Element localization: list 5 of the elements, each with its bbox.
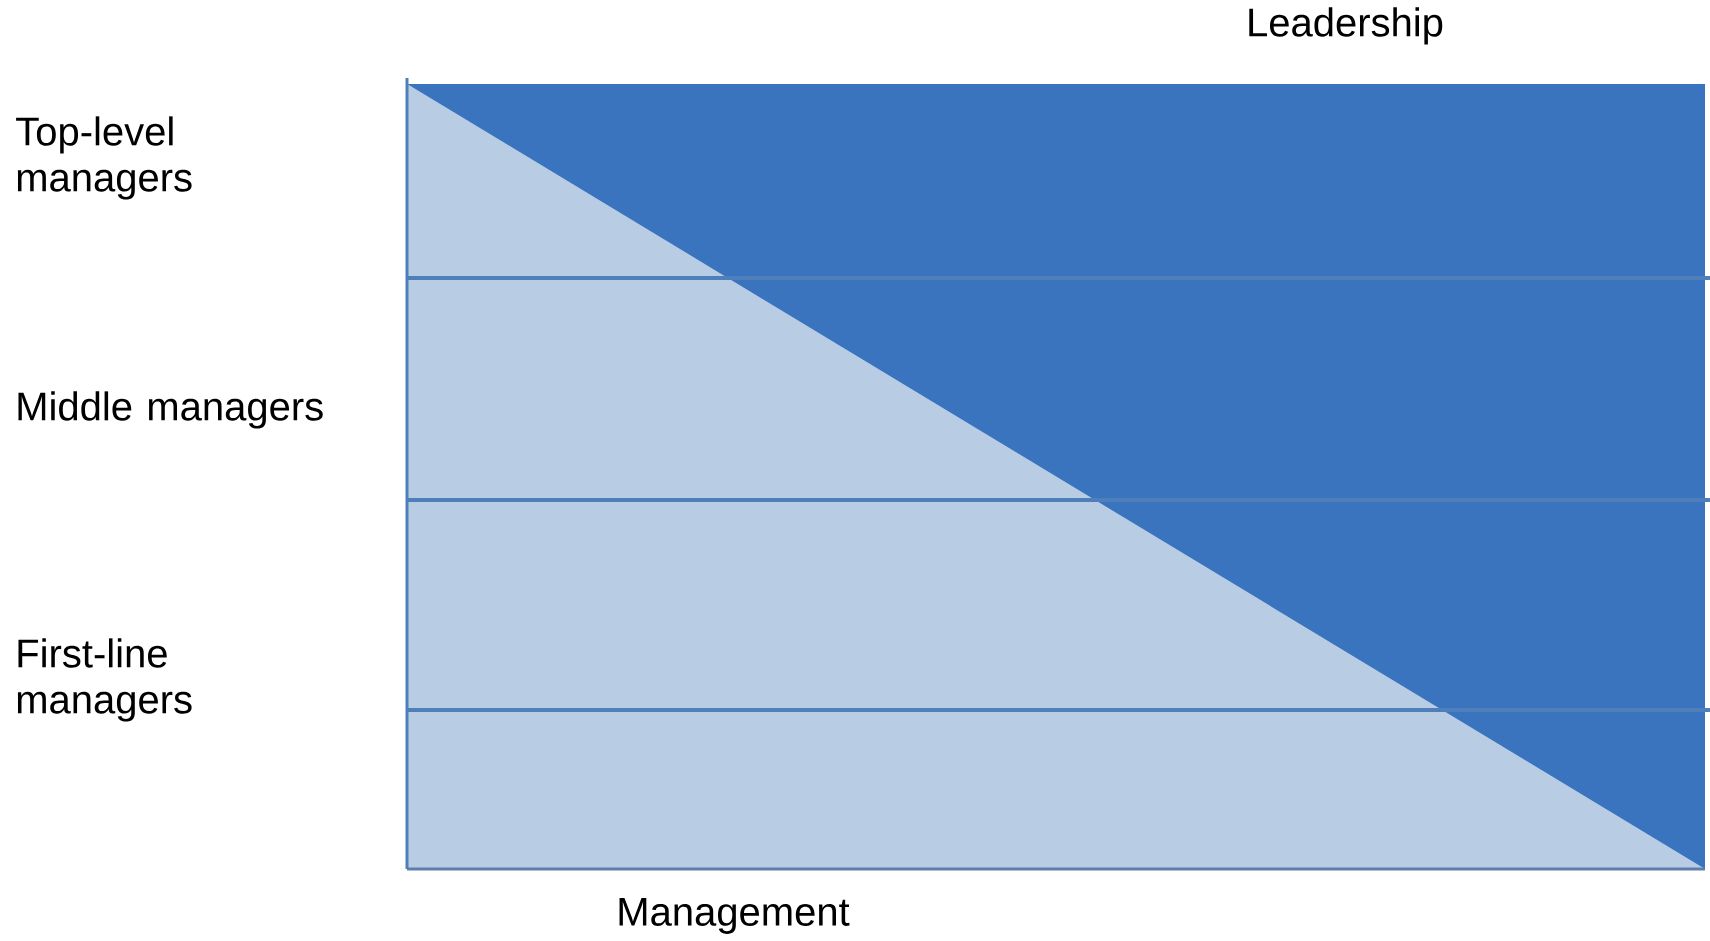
axis-label: Leadership — [1249, 7, 1443, 45]
row-label: First-line managers — [17, 638, 192, 722]
row-label: Middle managers — [18, 391, 323, 429]
axis-label: Management — [619, 898, 850, 934]
row-label: Top-level managers — [16, 116, 192, 200]
